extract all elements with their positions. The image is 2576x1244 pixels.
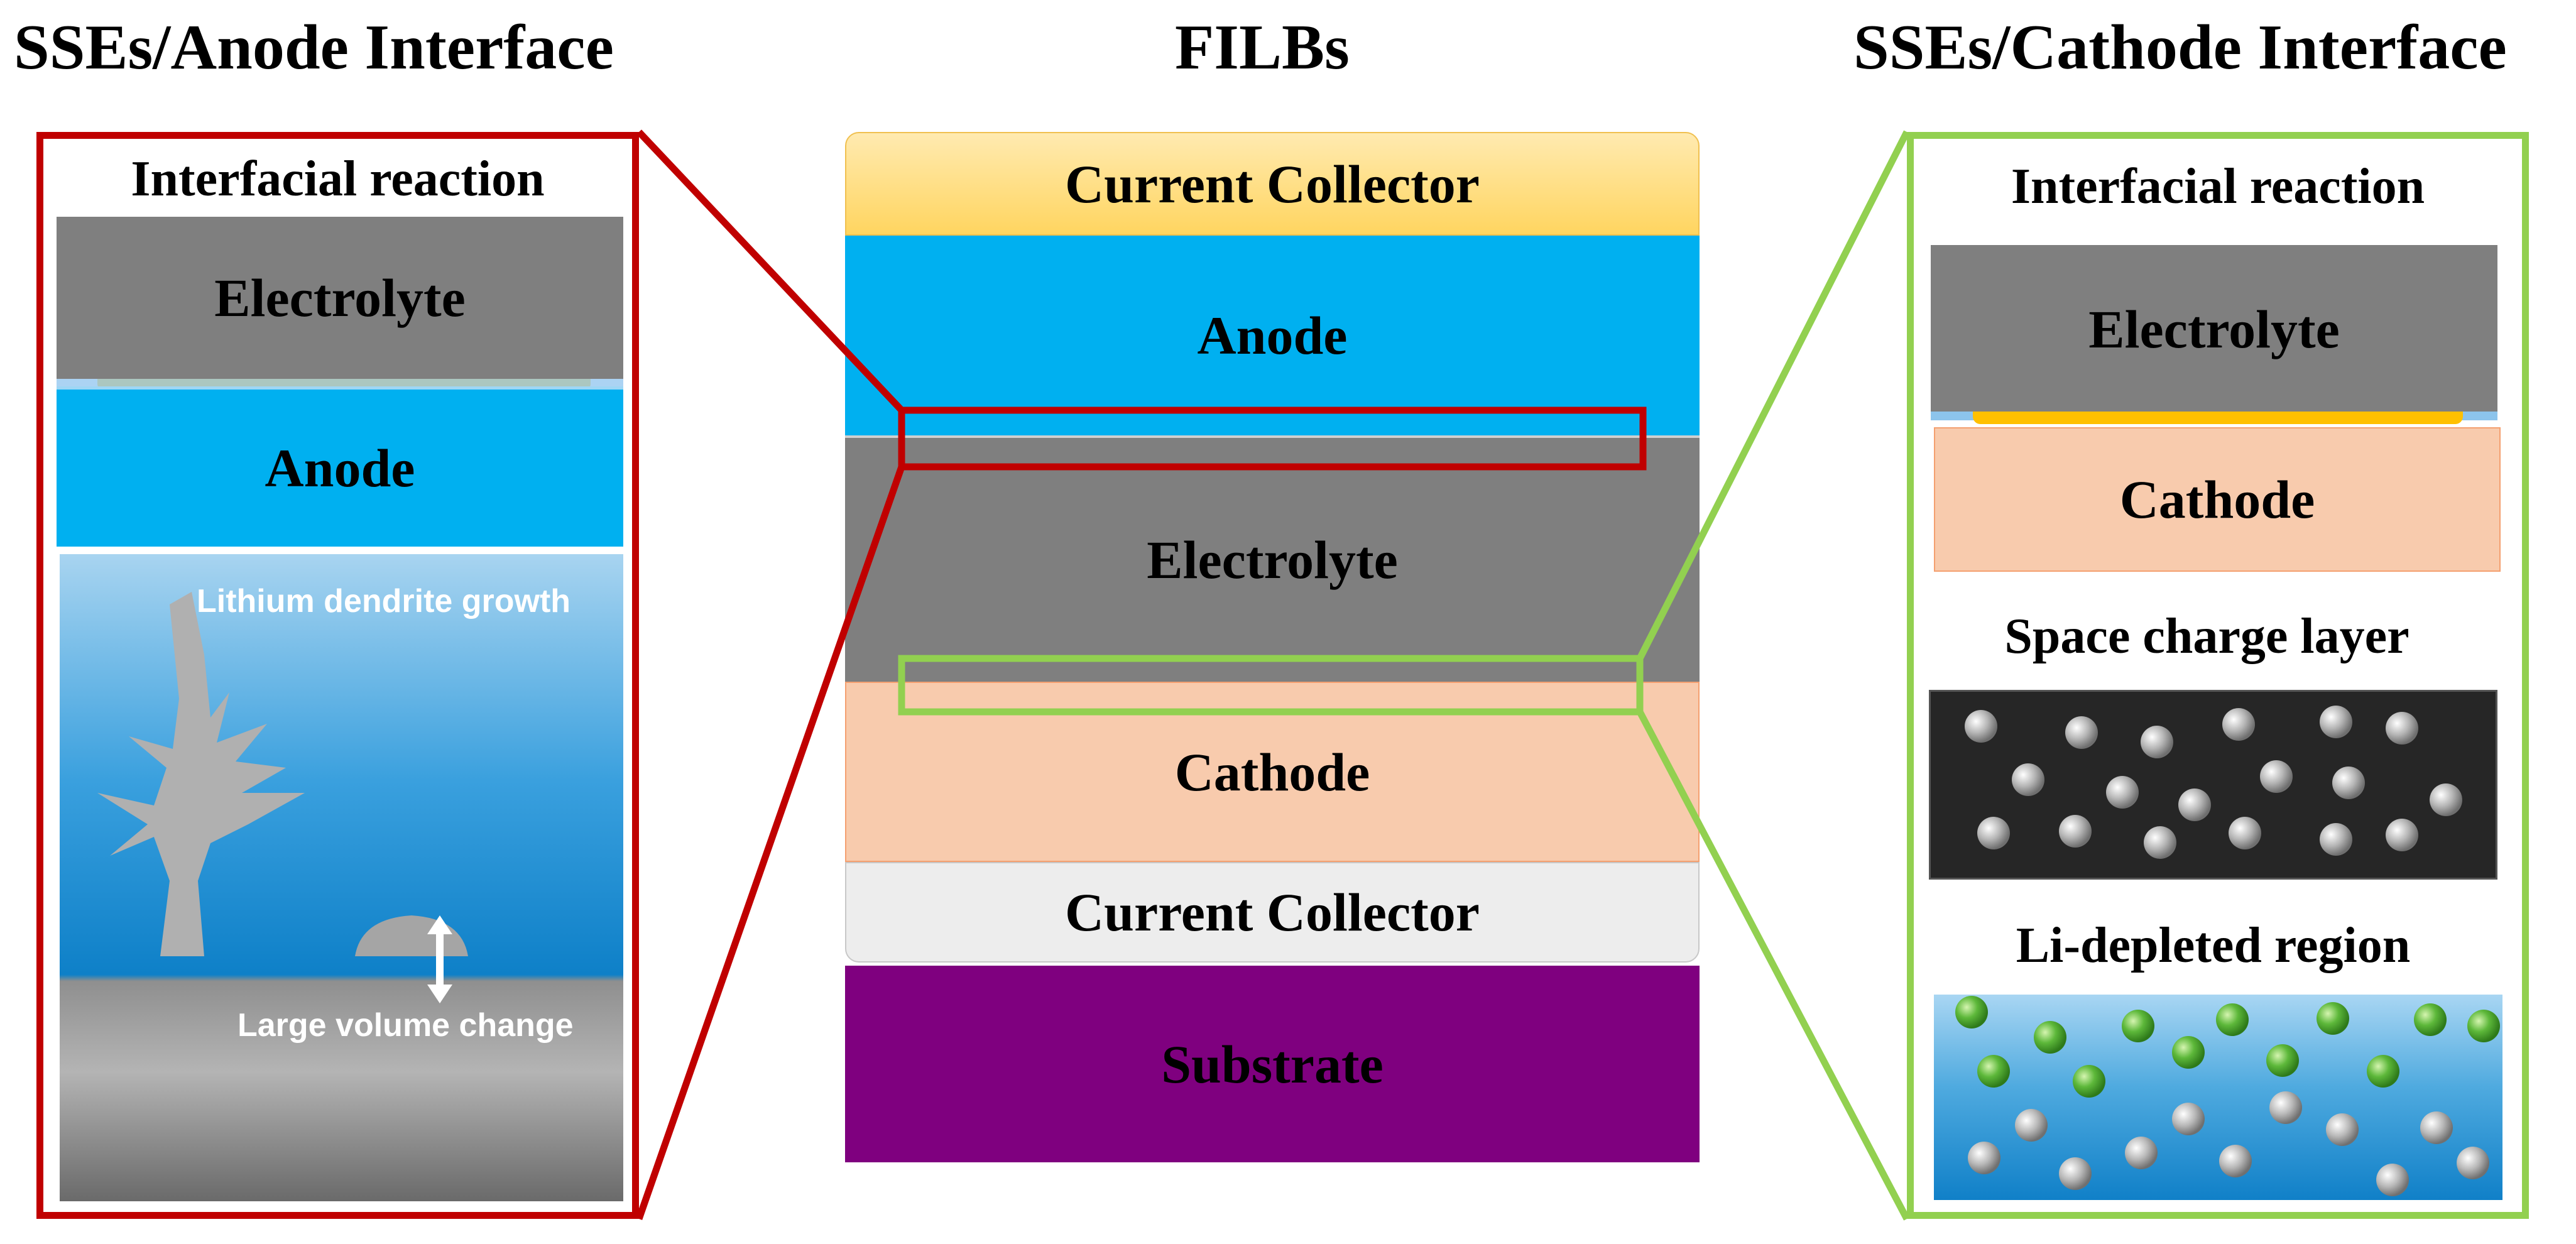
- cathode-panel-cathode-label: Cathode: [2119, 469, 2315, 530]
- anode-layer: Anode: [845, 236, 1700, 435]
- cathode-panel-electrolyte-label: Electrolyte: [2088, 299, 2340, 359]
- filbs-title: FILBs: [1175, 12, 1350, 83]
- cathode-panel-cathode-block: Cathode: [1934, 427, 2501, 572]
- anode-panel-anode-label: Anode: [265, 438, 415, 498]
- cathode-connector-bottom: [1637, 710, 1910, 1221]
- anode-interface-panel: [36, 132, 639, 1219]
- cathode-callout-box: [898, 655, 1644, 716]
- anode-panel-electrolyte-block: Electrolyte: [57, 217, 623, 379]
- anode-callout-box: [898, 406, 1647, 471]
- dendrite-shape: [97, 592, 305, 956]
- space-charge-heading: Space charge layer: [2004, 609, 2410, 664]
- current-collector-bottom-layer: Current Collector: [845, 862, 1700, 963]
- cathode-interface-title: SSEs/Cathode Interface: [1853, 12, 2507, 83]
- cathode-connector-top: [1637, 130, 1910, 660]
- anode-connector-top: [636, 129, 905, 413]
- cathode-panel-heading: Interfacial reaction: [2011, 159, 2425, 214]
- li-depleted-region-image: [1934, 995, 2502, 1200]
- depleted-region-particles: [1968, 1091, 2489, 1196]
- current-collector-bottom-label: Current Collector: [1065, 882, 1480, 942]
- current-collector-top-layer: Current Collector: [845, 132, 1700, 236]
- anode-interface-title: SSEs/Anode Interface: [14, 12, 614, 83]
- substrate-layer-label: Substrate: [1161, 1034, 1384, 1094]
- substrate-layer: Substrate: [845, 966, 1700, 1162]
- anode-panel-anode-block: Anode: [57, 386, 623, 547]
- dendrite-illustration: Lithium dendrite growth Large volume cha…: [60, 554, 623, 1201]
- volume-change-label: Large volume change: [237, 1007, 574, 1044]
- dendrite-growth-label: Lithium dendrite growth: [197, 583, 571, 619]
- anode-layer-label: Anode: [1197, 305, 1348, 366]
- electrolyte-layer: Electrolyte: [845, 435, 1700, 682]
- li-ion-particles: [1955, 996, 2500, 1098]
- cathode-interface-panel: [1907, 132, 2529, 1219]
- anode-interphase-edge: [57, 379, 623, 386]
- li-depleted-heading: Li-depleted region: [2016, 918, 2411, 973]
- cathode-interphase-layer: [1973, 412, 2463, 424]
- dendrite-svg: [97, 592, 468, 1003]
- space-charge-particles: [1965, 706, 2462, 859]
- li-depleted-svg: [1955, 996, 2500, 1196]
- anode-panel-heading: Interfacial reaction: [131, 151, 545, 207]
- cathode-panel-electrolyte-block: Electrolyte: [1931, 245, 2497, 413]
- cathode-layer-label: Cathode: [1174, 741, 1370, 802]
- double-arrow-icon: [427, 915, 452, 1003]
- space-charge-layer-image: [1929, 690, 2497, 880]
- electrolyte-layer-label: Electrolyte: [1147, 530, 1398, 590]
- current-collector-top-label: Current Collector: [1065, 153, 1480, 214]
- volume-bump: [355, 915, 468, 956]
- anode-panel-electrolyte-label: Electrolyte: [214, 268, 466, 328]
- anode-connector-bottom: [635, 466, 905, 1220]
- space-charge-svg: [1965, 706, 2462, 859]
